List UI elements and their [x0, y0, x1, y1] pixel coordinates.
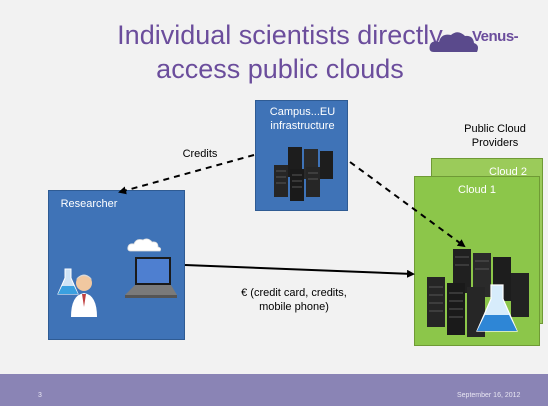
payment-arrow: [184, 264, 415, 278]
footer-bar: [0, 374, 548, 406]
slide-title: Individual scientists directly access pu…: [60, 18, 500, 86]
cloud-1-box: Cloud 1: [414, 176, 540, 346]
slide-date: September 16, 2012: [457, 392, 521, 399]
slide-number: 3: [38, 392, 42, 399]
campus-to-cloud-arrow: [349, 161, 466, 248]
credits-label: Credits: [182, 148, 218, 160]
logo-text: Venus-: [472, 28, 519, 45]
laptop-icon: [125, 238, 177, 298]
lab-flask-icon: [57, 268, 79, 295]
cloud-servers-icon: [427, 249, 529, 337]
server-rack-icon: [274, 147, 333, 201]
credits-arrow: [118, 154, 255, 195]
campus-label: Campus...EU infrastructure: [269, 106, 336, 132]
venus-cloud-logo-icon: [429, 32, 478, 52]
title-line-2: access public clouds: [156, 54, 404, 84]
title-line-1: Individual scientists directly: [117, 20, 443, 50]
researcher-label: Researcher: [60, 198, 118, 210]
cloud-2-label: Cloud 2: [489, 166, 527, 178]
payment-label: € (credit card, credits, mobile phone): [241, 287, 347, 313]
public-cloud-providers-label: Public Cloud Providers: [464, 123, 526, 149]
researcher-box: Researcher: [48, 190, 185, 340]
campus-infrastructure-box: Campus...EU infrastructure: [255, 100, 348, 211]
cloud-1-label: Cloud 1: [458, 184, 496, 196]
scientist-icon: [71, 274, 97, 317]
